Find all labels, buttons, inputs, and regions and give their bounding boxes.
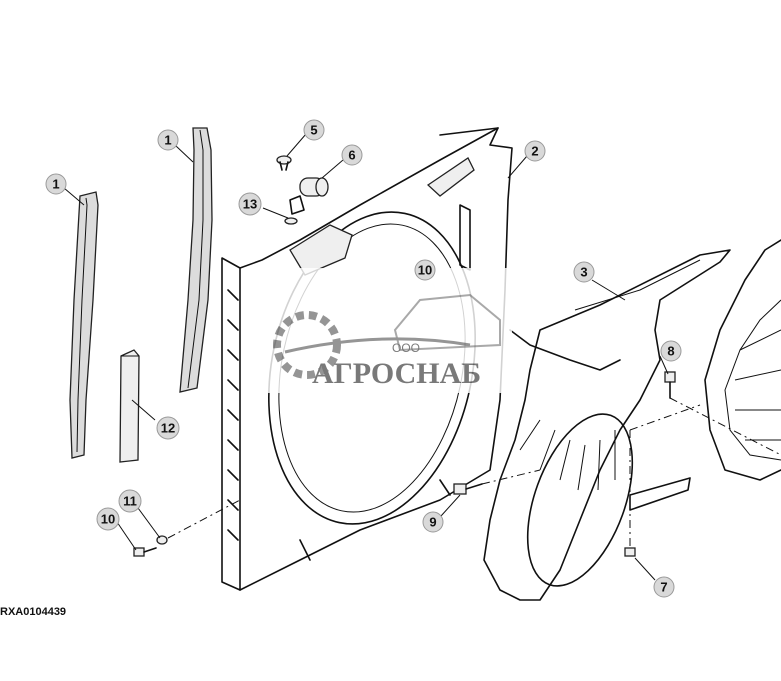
callout-9: 9: [422, 511, 444, 533]
svg-text:8: 8: [667, 344, 674, 359]
callout-5: 5: [303, 119, 325, 141]
svg-text:1: 1: [52, 177, 59, 192]
callout-1a: 1: [45, 173, 67, 195]
svg-text:10: 10: [418, 263, 432, 278]
callout-8: 8: [660, 340, 682, 362]
callout-12: 12: [156, 416, 180, 440]
svg-text:11: 11: [123, 494, 137, 509]
svg-text:6: 6: [348, 148, 355, 163]
callout-7: 7: [653, 576, 675, 598]
svg-text:7: 7: [660, 580, 667, 595]
watermark: ООО АГРОСНАБ: [262, 268, 512, 393]
svg-text:12: 12: [161, 421, 175, 436]
callout-1b: 1: [157, 129, 179, 151]
callout-10b: 10: [96, 507, 120, 531]
svg-text:13: 13: [243, 197, 257, 212]
watermark-company-name: АГРОСНАБ: [312, 357, 481, 390]
leader-lines: [63, 133, 669, 581]
callout-10a: 10: [414, 259, 436, 281]
svg-text:10: 10: [101, 512, 115, 527]
seal-strip-middle: [179, 127, 213, 393]
assembly-lines: [167, 397, 781, 548]
fan-guard-partial: [704, 239, 781, 481]
svg-text:1: 1: [164, 133, 171, 148]
callout-13: 13: [238, 192, 262, 216]
figure-code: RXA0104439: [0, 606, 67, 618]
callout-2: 2: [524, 140, 546, 162]
gear-icon: [273, 311, 341, 379]
svg-text:3: 3: [580, 265, 587, 280]
harvester-icon: [393, 293, 501, 352]
callout-6: 6: [341, 144, 363, 166]
foam-pad: [119, 349, 140, 463]
lower-shroud: [483, 249, 731, 601]
callout-3: 3: [573, 261, 595, 283]
hardware-top: [276, 155, 329, 225]
svg-text:5: 5: [310, 123, 317, 138]
fan-shroud: [221, 127, 513, 591]
callout-11: 11: [118, 489, 142, 513]
svg-text:2: 2: [531, 144, 538, 159]
fasteners: [133, 371, 676, 557]
seal-strip-left: [69, 191, 99, 459]
watermark-company-type: ООО: [392, 341, 420, 355]
svg-text:9: 9: [429, 515, 436, 530]
